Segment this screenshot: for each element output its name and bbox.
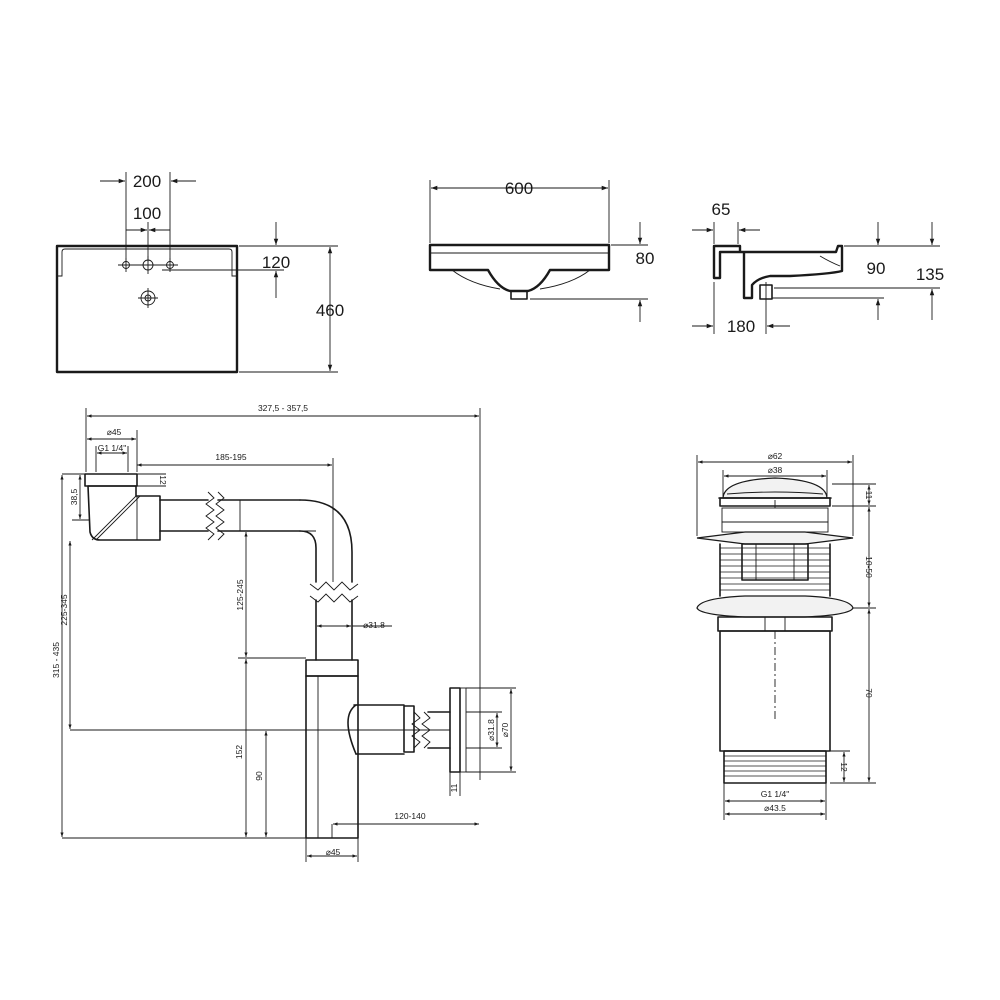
dim-cap-inner-dia: ⌀38: [768, 465, 783, 475]
dim-overall-height: 315 - 435: [51, 642, 61, 678]
basin-front-view: 600 80: [428, 179, 655, 322]
dim-thread-len: 12: [839, 762, 849, 772]
siphon-dimensions: 327,5 - 357,5 ⌀45 G1 1/4" 12 185-195 38,…: [51, 403, 516, 862]
dim-outlet-height: 90: [254, 771, 264, 781]
drain-lower-body: [719, 630, 831, 784]
dim-rosette-thickness: 11: [449, 783, 459, 792]
dim-180-label: 180: [727, 317, 755, 336]
dim-outlet-reach: 120-140: [394, 811, 425, 821]
dim-trap-dia: ⌀45: [326, 847, 341, 857]
dim-outlet-pipe-dia: ⌀31.8: [486, 719, 496, 741]
drain-cap: [718, 477, 832, 508]
dim-120-label: 120: [262, 253, 290, 272]
dim-inlet-dia: ⌀45: [107, 427, 122, 437]
dim-80-label: 80: [636, 249, 655, 268]
dim-vertical-adjust: 125-245: [235, 579, 245, 610]
basin-front-outline: [428, 243, 611, 293]
basin-top-view: 200 100 120 460: [55, 172, 344, 374]
siphon-vertical-pipe: [309, 581, 359, 661]
drain-hole-icon: [138, 288, 158, 308]
dim-thread-dia: ⌀43.5: [764, 803, 786, 813]
basin-outline: [55, 244, 239, 374]
dim-trap-height: 152: [234, 745, 244, 759]
dim-135-label: 135: [916, 265, 944, 284]
dim-inlet-height: 38,5: [69, 488, 79, 505]
dim-100-label: 100: [133, 204, 161, 223]
dim-body-height: 70: [864, 688, 874, 698]
dim-90-label: 90: [867, 259, 886, 278]
drain-dimensions: ⌀62 ⌀38 11 10-50 70 12 G1 1/4" ⌀43.5: [696, 451, 876, 820]
siphon-drawing: 327,5 - 357,5 ⌀45 G1 1/4" 12 185-195 38,…: [51, 403, 516, 862]
dim-rosette-dia: ⌀70: [500, 722, 510, 737]
dim-inlet-cap: 12: [158, 475, 168, 485]
front-drain-outlet: [510, 290, 528, 300]
dim-200-label: 200: [133, 172, 161, 191]
dim-horizontal-len: 185-195: [215, 452, 246, 462]
dim-inlet-to-outlet: 225-345: [59, 594, 69, 625]
dim-inlet-thread: G1 1/4": [98, 443, 127, 453]
basin-side-outline: [712, 244, 844, 300]
dim-600-label: 600: [505, 179, 533, 198]
dim-cap-height: 11: [864, 491, 874, 500]
drain-threaded-body: [696, 507, 854, 632]
drain-drawing: ⌀62 ⌀38 11 10-50 70 12 G1 1/4" ⌀43.5: [696, 451, 876, 820]
dim-overall-width: 327,5 - 357,5: [258, 403, 308, 413]
dim-clamp-range: 10-50: [864, 556, 874, 578]
siphon-bottle-body: [305, 659, 467, 839]
basin-side-view: 65 90 135 180: [692, 200, 944, 336]
dim-thread: G1 1/4": [761, 789, 790, 799]
dim-cap-dia: ⌀62: [768, 451, 783, 461]
dim-65-label: 65: [712, 200, 731, 219]
dim-pipe-dia: ⌀31.8: [363, 620, 385, 630]
siphon-inlet: [84, 473, 161, 541]
basin-rim: [57, 248, 237, 277]
dim-460-label: 460: [316, 301, 344, 320]
siphon-horizontal-pipe: [159, 491, 353, 583]
